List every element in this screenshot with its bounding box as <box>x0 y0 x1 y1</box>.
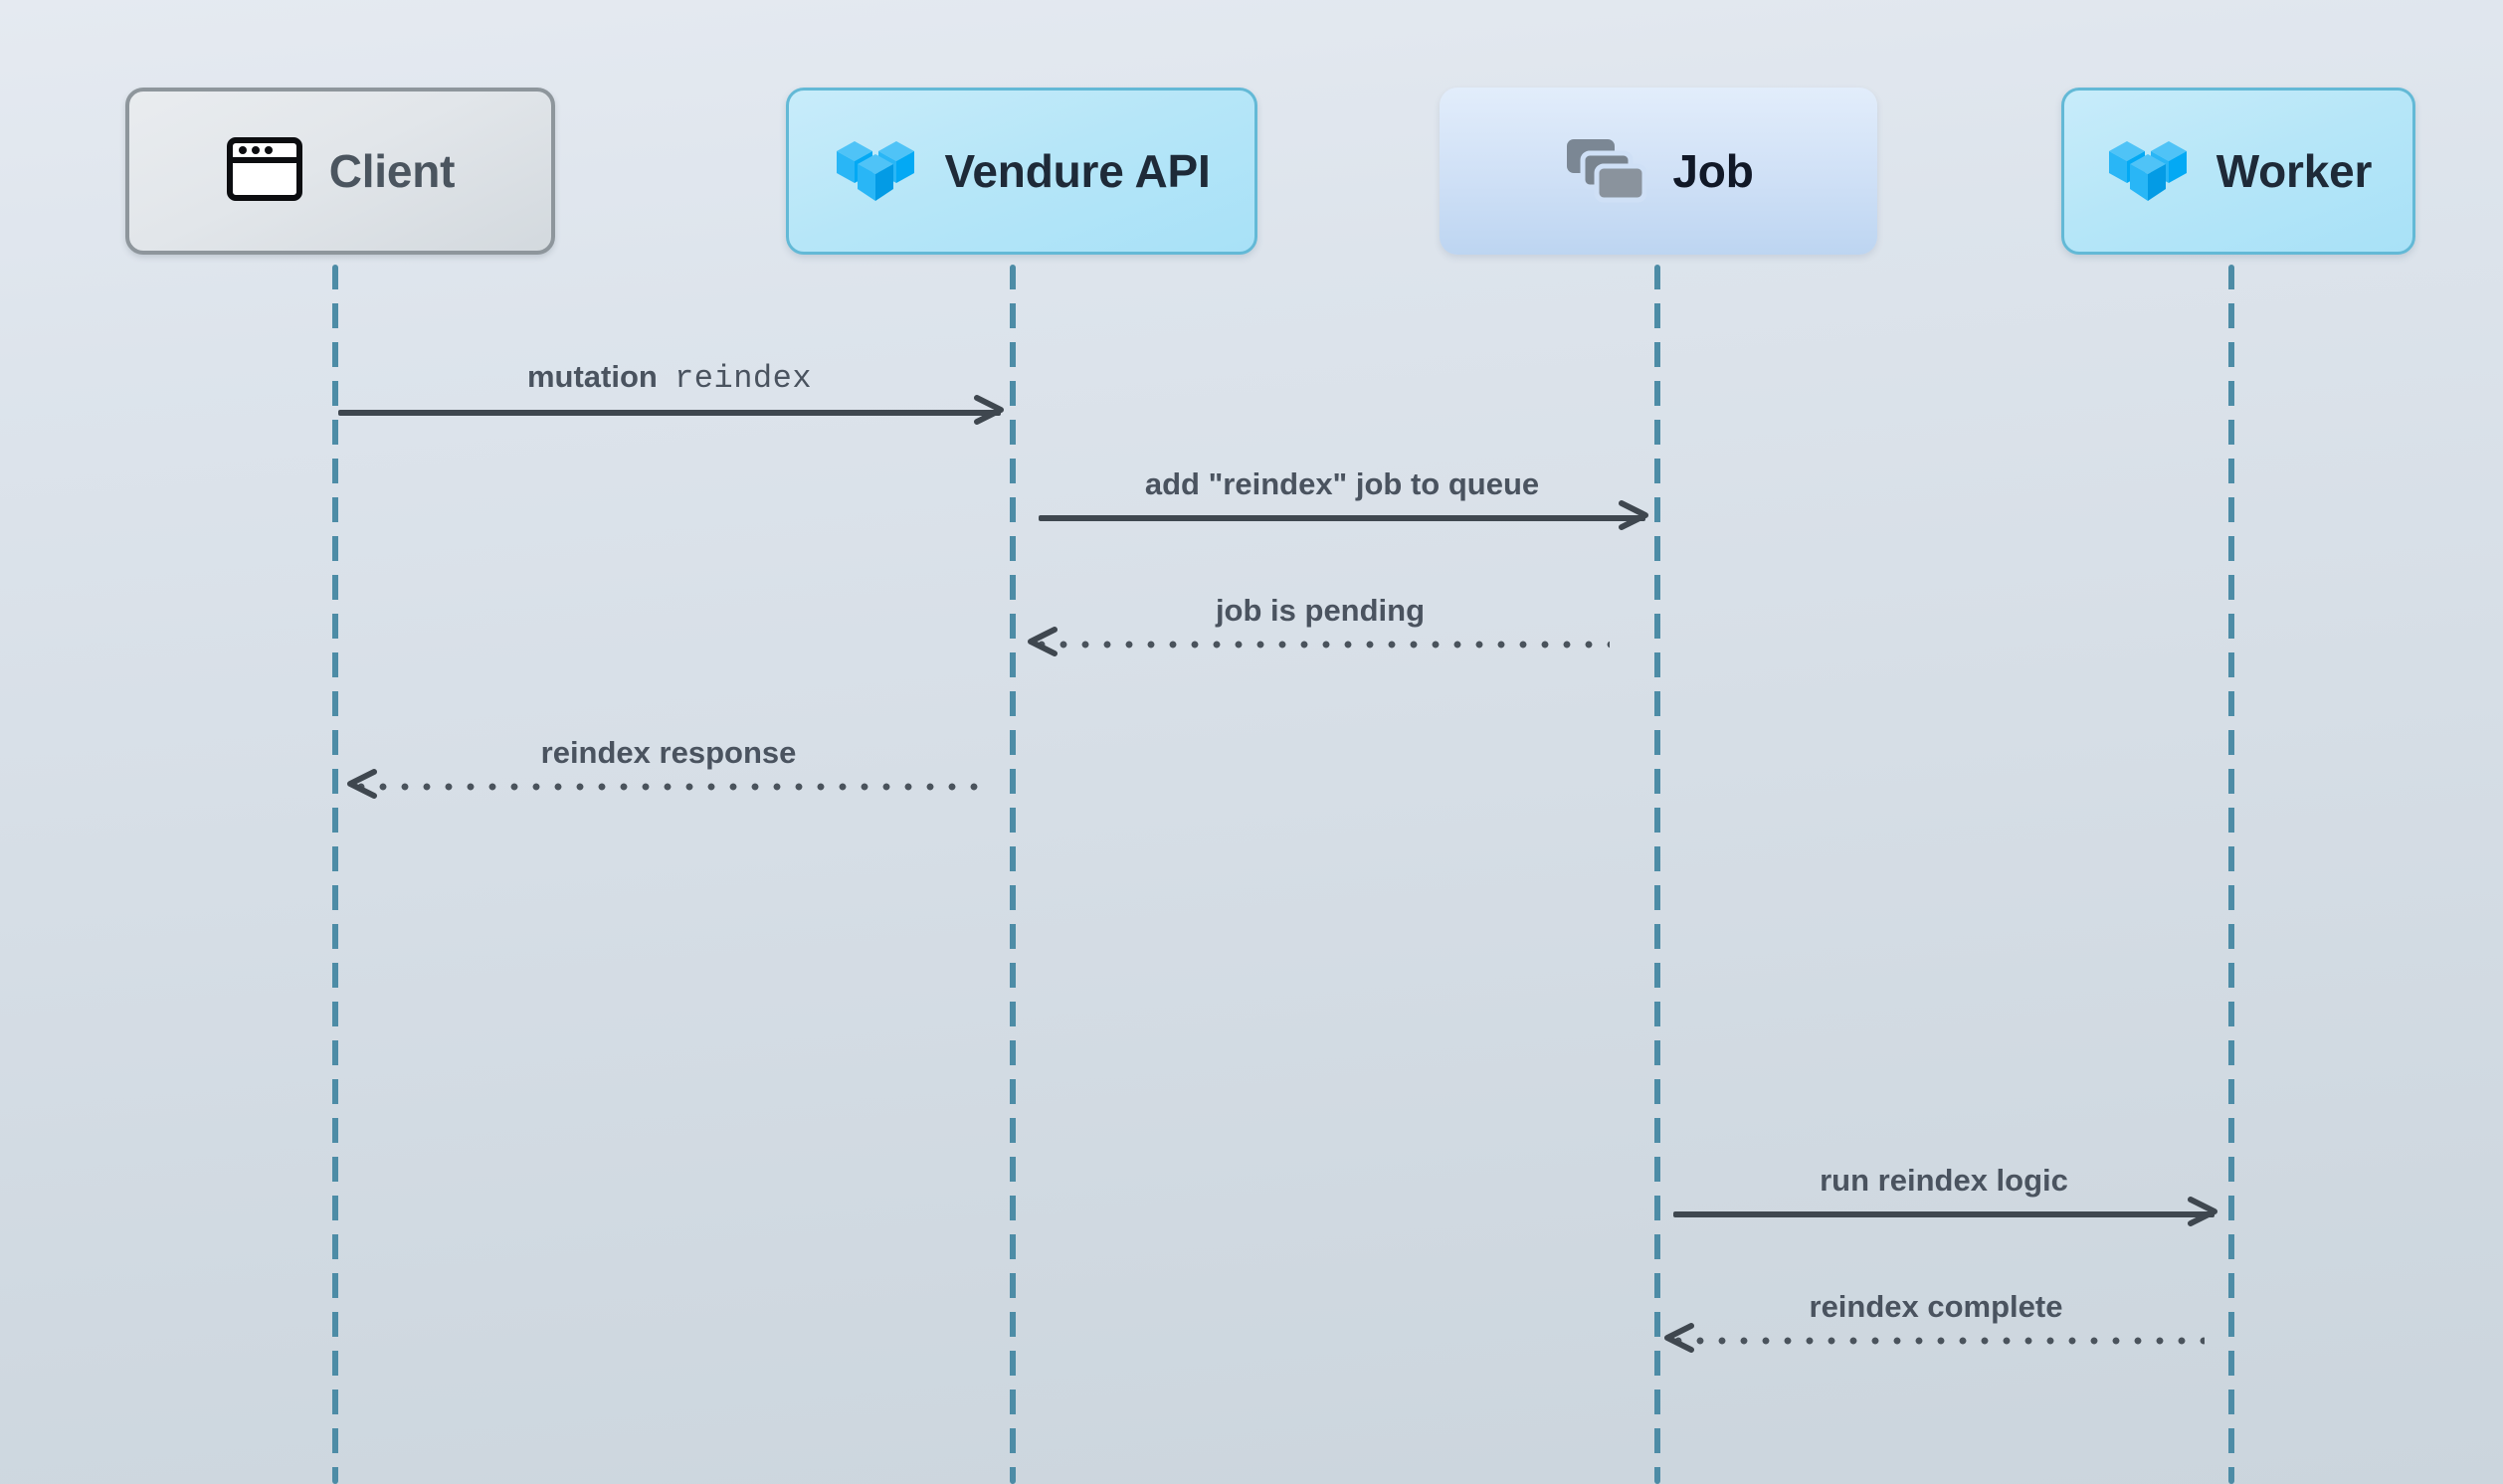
arrowhead-right-icon <box>2185 1195 2218 1228</box>
message-label: run reindex logic <box>1820 1162 2068 1198</box>
participant-client[interactable]: Client <box>125 88 555 255</box>
participant-vendure-api[interactable]: Vendure API <box>786 88 1257 255</box>
lifeline-worker <box>2228 265 2234 1484</box>
message-label: mutation reindex <box>338 358 1001 397</box>
browser-window-icon <box>226 134 303 209</box>
participant-worker[interactable]: Worker <box>2061 88 2415 255</box>
message-line-solid <box>1673 1211 2214 1217</box>
arrowhead-right-icon <box>1616 498 1649 532</box>
vendure-logo-icon <box>833 131 918 212</box>
message-line-solid <box>1039 515 1645 521</box>
participant-label-worker: Worker <box>2215 145 2373 197</box>
message-line-dotted <box>1031 641 1610 649</box>
message-line-dotted <box>350 783 987 791</box>
vendure-logo-icon <box>2105 131 2191 212</box>
message-label: job is pending <box>1215 592 1426 628</box>
lifeline-job <box>1654 265 1660 1484</box>
message-line-dotted <box>1667 1337 2205 1345</box>
participant-label-vendure-api: Vendure API <box>944 145 1211 197</box>
arrowhead-right-icon <box>971 393 1005 427</box>
layers-stack-icon <box>1563 133 1647 210</box>
arrowhead-left-icon <box>1663 1321 1697 1355</box>
arrowhead-left-icon <box>346 767 380 801</box>
message-line-solid <box>338 410 1001 416</box>
participant-label-client: Client <box>328 145 456 197</box>
message-label: reindex complete <box>1809 1288 2063 1324</box>
message-label: add "reindex" job to queue <box>1144 465 1540 501</box>
lifeline-vendure-api <box>1010 265 1016 1484</box>
message-label-code: reindex <box>674 359 813 397</box>
participant-label-job: Job <box>1672 145 1754 197</box>
message-label-plain: mutation <box>526 358 658 394</box>
lifeline-client <box>332 265 338 1484</box>
message-label: reindex response <box>540 734 797 770</box>
participant-job[interactable]: Job <box>1440 88 1877 255</box>
arrowhead-left-icon <box>1027 625 1060 658</box>
